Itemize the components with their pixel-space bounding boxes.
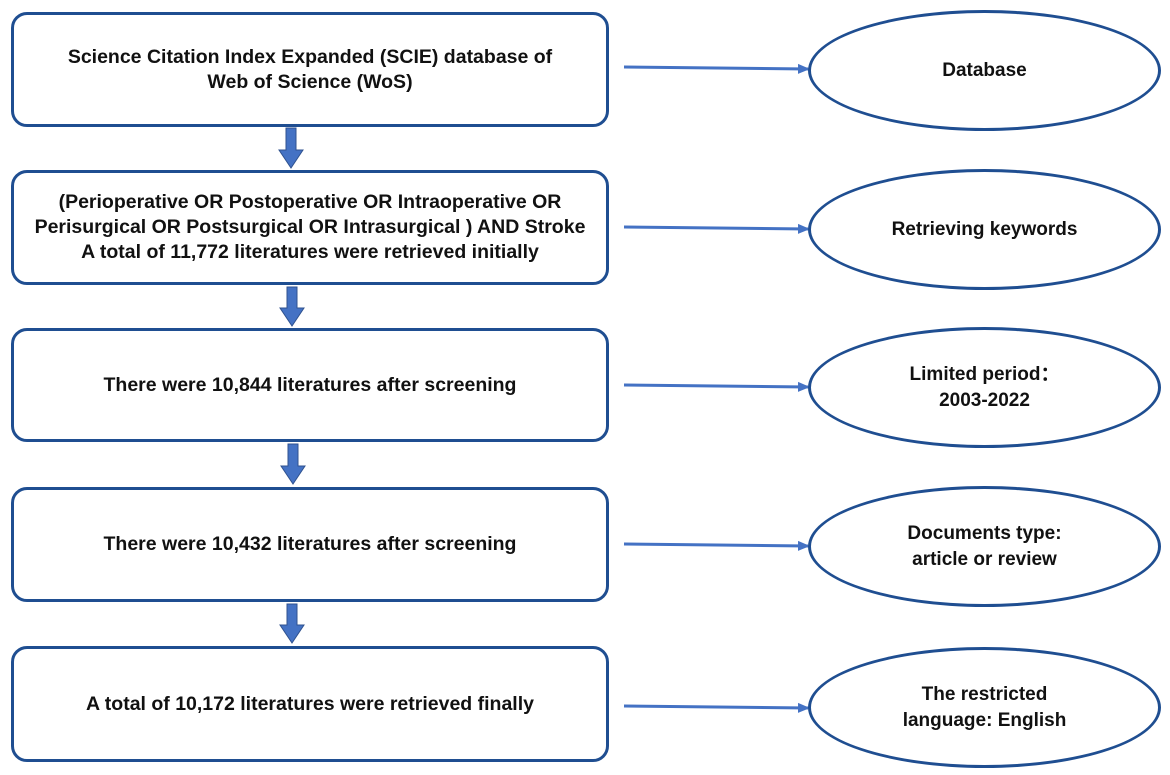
step-line: Science Citation Index Expanded (SCIE) d…	[67, 45, 553, 68]
criteria-arrow-1	[623, 63, 810, 74]
step-line: A total of 11,772 literatures were retri…	[81, 241, 539, 263]
criteria-line: article or review	[912, 548, 1057, 570]
down-arrow-3	[280, 443, 306, 485]
criteria-text: Limited period： 2003-2022	[910, 362, 1060, 414]
criteria-line: Retrieving keywords	[891, 218, 1078, 240]
down-arrow-4	[279, 603, 305, 644]
down-arrow-2	[279, 286, 305, 327]
step-line: There were 10,432 literatures after scre…	[103, 533, 517, 555]
criteria-line: 2003-2022	[939, 389, 1030, 411]
criteria-text: Database	[942, 58, 1027, 84]
step-line: There were 10,844 literatures after scre…	[103, 373, 517, 396]
step-line: A total of 10,172 literatures were retri…	[86, 692, 534, 715]
step-line: Perisurgical OR Postsurgical OR Intrasur…	[34, 216, 586, 238]
criteria-line: Limited period：	[909, 363, 1060, 385]
step-text: There were 10,432 literatures after scre…	[104, 532, 517, 557]
step-box-database: Science Citation Index Expanded (SCIE) d…	[11, 12, 609, 127]
criteria-text: Retrieving keywords	[892, 217, 1078, 243]
criteria-line: Documents type:	[907, 522, 1062, 544]
criteria-arrow-3	[623, 381, 810, 392]
criteria-arrow-2	[623, 223, 810, 234]
step-line: Web of Science (WoS)	[207, 70, 413, 93]
criteria-line: Database	[942, 59, 1027, 81]
criteria-ellipse-keywords: Retrieving keywords	[808, 169, 1161, 290]
step-box-doctype: There were 10,432 literatures after scre…	[11, 487, 609, 602]
step-text: (Perioperative OR Postoperative OR Intra…	[35, 190, 586, 265]
step-box-period: There were 10,844 literatures after scre…	[11, 328, 609, 442]
down-arrow-1	[278, 127, 304, 169]
step-text: There were 10,844 literatures after scre…	[104, 373, 517, 398]
criteria-arrow-4	[623, 540, 810, 551]
criteria-ellipse-period: Limited period： 2003-2022	[808, 327, 1161, 448]
criteria-text: Documents type: article or review	[907, 521, 1061, 573]
step-box-keywords: (Perioperative OR Postoperative OR Intra…	[11, 170, 609, 285]
step-text: Science Citation Index Expanded (SCIE) d…	[68, 45, 552, 95]
criteria-line: The restricted	[921, 683, 1048, 705]
criteria-line: language: English	[902, 709, 1067, 731]
criteria-ellipse-database: Database	[808, 10, 1161, 131]
step-box-final: A total of 10,172 literatures were retri…	[11, 646, 609, 762]
criteria-ellipse-doctype: Documents type: article or review	[808, 486, 1161, 607]
criteria-ellipse-language: The restricted language: English	[808, 647, 1161, 768]
criteria-arrow-5	[623, 702, 810, 713]
step-line: (Perioperative OR Postoperative OR Intra…	[58, 191, 562, 213]
criteria-text: The restricted language: English	[903, 682, 1067, 734]
step-text: A total of 10,172 literatures were retri…	[86, 692, 534, 717]
